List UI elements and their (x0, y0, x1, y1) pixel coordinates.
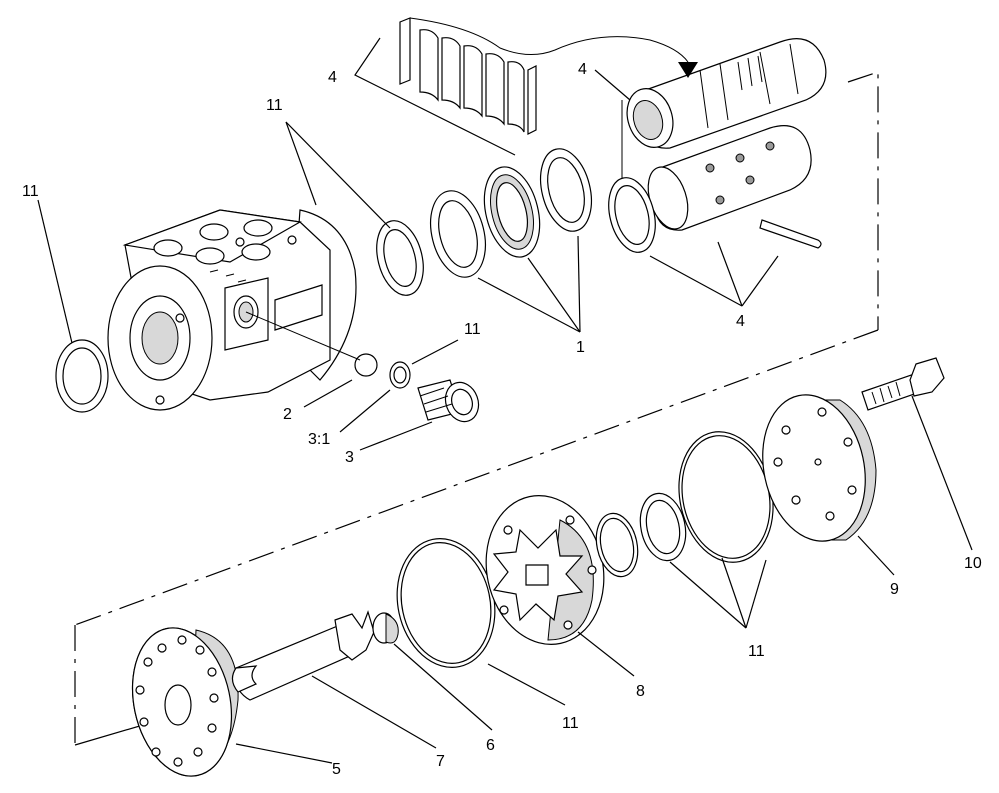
callout-9: 9 (890, 581, 899, 598)
gerotor-components (396, 357, 945, 668)
callout-11-rings: 11 (748, 643, 765, 660)
centering-spring-blades (354, 17, 689, 156)
callout-8: 8 (636, 683, 645, 700)
callout-11-left-ring: 11 (22, 183, 39, 200)
callout-11-seal: 11 (562, 715, 579, 732)
callout-5: 5 (332, 761, 341, 778)
callout-3-1: 3:1 (308, 431, 330, 448)
callout-4-spool: 4 (578, 61, 587, 78)
callout-3: 3 (345, 449, 354, 466)
check-ball-and-plug (245, 311, 480, 423)
assembly-centerlines (74, 71, 879, 746)
spool-sleeve-assembly (594, 38, 827, 249)
seal-rings (55, 339, 411, 413)
valve-housing (107, 209, 357, 411)
callout-11-top: 11 (266, 97, 283, 114)
callout-labels: 11 11 4 4 1 4 11 2 3:1 3 10 9 11 8 11 6 … (22, 61, 982, 778)
callout-7: 7 (436, 753, 445, 770)
callout-4-blades: 4 (328, 69, 337, 86)
callout-1: 1 (576, 339, 585, 356)
callout-2: 2 (283, 406, 292, 423)
callout-4-bottom: 4 (736, 313, 745, 330)
callout-11-plug-ring: 11 (464, 321, 481, 338)
callout-10: 10 (964, 555, 982, 572)
callout-6: 6 (486, 737, 495, 754)
bearing-set (376, 148, 656, 296)
leader-lines (37, 121, 973, 764)
drive-and-plate (131, 610, 399, 777)
